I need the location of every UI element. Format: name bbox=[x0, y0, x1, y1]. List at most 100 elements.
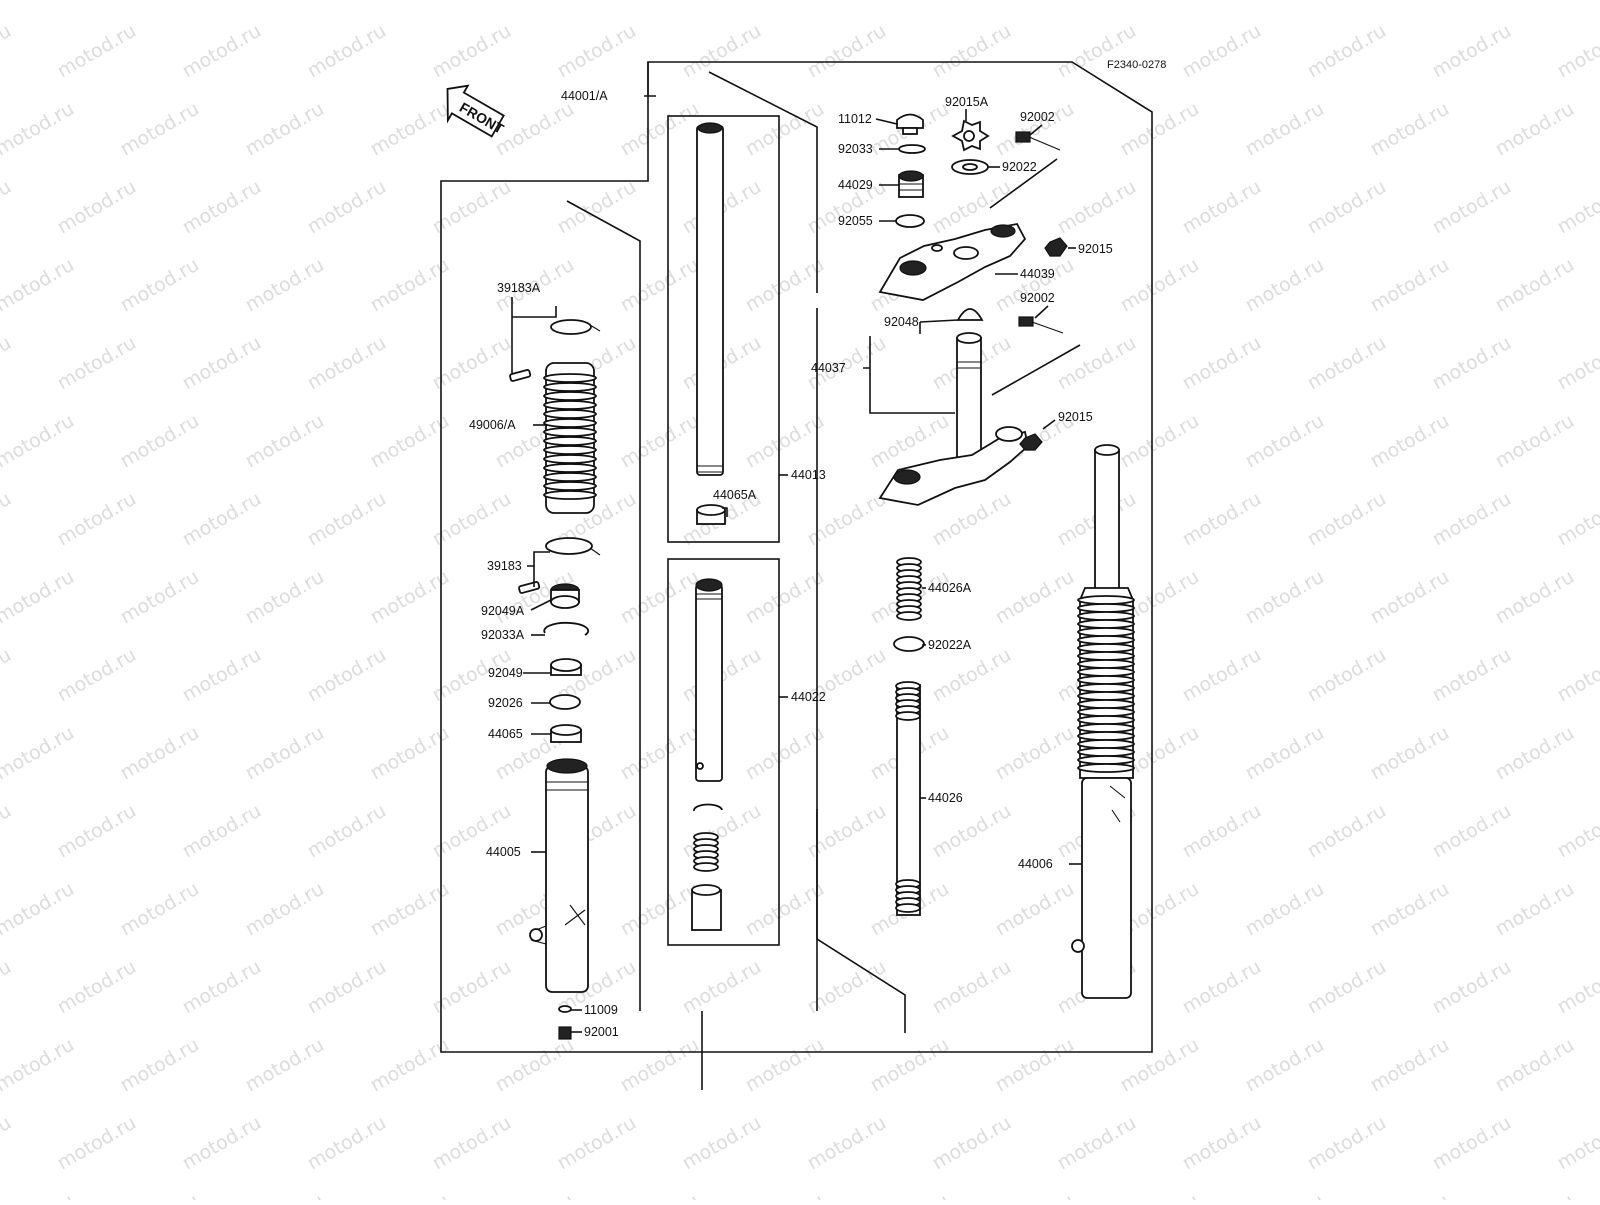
watermark-text: motod.ru bbox=[0, 1190, 78, 1200]
watermark-text: motod.ru bbox=[1367, 0, 1453, 4]
watermark-text: motod.ru bbox=[117, 254, 203, 317]
label-39183A: 39183A bbox=[497, 281, 541, 295]
watermark-text: motod.ru bbox=[179, 176, 265, 239]
watermark-text: motod.ru bbox=[179, 1112, 265, 1175]
watermark-text: motod.ru bbox=[1367, 1034, 1453, 1097]
watermark-text: motod.ru bbox=[1304, 800, 1390, 863]
watermark-text: motod.ru bbox=[1179, 20, 1265, 83]
label-49006A: 49006/A bbox=[469, 418, 516, 432]
watermark-text: motod.ru bbox=[992, 98, 1078, 161]
watermark-text: motod.ru bbox=[1179, 488, 1265, 551]
fork-boot-rib bbox=[1078, 596, 1134, 604]
fork-boot-rib bbox=[1078, 636, 1134, 644]
watermark-text: motod.ru bbox=[742, 1034, 828, 1097]
label-44026A: 44026A bbox=[928, 581, 972, 595]
label-92055: 92055 bbox=[838, 214, 873, 228]
watermark-text: motod.ru bbox=[1179, 644, 1265, 707]
watermark-text: motod.ru bbox=[617, 0, 703, 4]
label-44005: 44005 bbox=[486, 845, 521, 859]
watermark-text: motod.ru bbox=[992, 878, 1078, 941]
watermark-text: motod.ru bbox=[1054, 1112, 1140, 1175]
boot-rib bbox=[544, 428, 596, 436]
watermark-text: motod.ru bbox=[867, 0, 953, 4]
watermark-text: motod.ru bbox=[117, 722, 203, 785]
clamp-lower-39183 bbox=[546, 538, 600, 555]
label-11009: 11009 bbox=[584, 1003, 618, 1017]
watermark-text: motod.ru bbox=[304, 20, 390, 83]
watermark-text: motod.ru bbox=[179, 332, 265, 395]
watermark-text: motod.ru bbox=[0, 20, 15, 83]
watermark-text: motod.ru bbox=[617, 1034, 703, 1097]
bolt-92001 bbox=[559, 1027, 571, 1039]
boot-rib bbox=[544, 473, 596, 481]
spring-44026A bbox=[897, 558, 921, 620]
label-39183: 39183 bbox=[487, 559, 522, 573]
watermark-text: motod.ru bbox=[742, 254, 828, 317]
fork-boot-rib bbox=[1078, 652, 1134, 660]
watermark-text: motod.ru bbox=[1492, 878, 1578, 941]
watermark-text: motod.ru bbox=[1304, 956, 1390, 1019]
spring-coil bbox=[897, 612, 921, 620]
fork-boot-rib bbox=[1078, 660, 1134, 668]
watermark-text: motod.ru bbox=[992, 0, 1078, 4]
gasket-11009 bbox=[559, 1006, 571, 1012]
watermark-text: motod.ru bbox=[304, 956, 390, 1019]
boot-rib bbox=[544, 455, 596, 463]
label-92015-lower: 92015 bbox=[1058, 410, 1093, 424]
fork-boot-rib bbox=[1078, 732, 1134, 740]
boot-rib bbox=[544, 482, 596, 490]
watermark-text: motod.ru bbox=[1367, 722, 1453, 785]
watermark-text: motod.ru bbox=[367, 1190, 453, 1200]
label-11012: 11012 bbox=[838, 112, 872, 126]
fork-boot-rib bbox=[1078, 748, 1134, 756]
ring-92033 bbox=[899, 145, 925, 153]
watermark-text: motod.ru bbox=[0, 644, 15, 707]
watermark-text: motod.ru bbox=[742, 878, 828, 941]
fork-boot-rib bbox=[1078, 740, 1134, 748]
watermark-text: motod.ru bbox=[929, 644, 1015, 707]
stop-ring bbox=[694, 804, 722, 811]
watermark-text: motod.ru bbox=[304, 176, 390, 239]
fork-boot-rib bbox=[1078, 604, 1134, 612]
watermark-text: motod.ru bbox=[242, 878, 328, 941]
watermark-text: motod.ru bbox=[367, 1034, 453, 1097]
clamp-upper-39183A bbox=[551, 320, 600, 334]
watermark-text: motod.ru bbox=[1304, 20, 1390, 83]
watermark-text: motod.ru bbox=[1492, 1034, 1578, 1097]
watermark-text: motod.ru bbox=[1554, 176, 1600, 239]
label-92002-lower: 92002 bbox=[1020, 291, 1055, 305]
watermark-text: motod.ru bbox=[1242, 1034, 1328, 1097]
steering-stem-44037 bbox=[880, 333, 1028, 505]
watermark-text: motod.ru bbox=[117, 410, 203, 473]
watermark-text: motod.ru bbox=[1242, 566, 1328, 629]
label-92048: 92048 bbox=[884, 315, 919, 329]
watermark-text: motod.ru bbox=[0, 1034, 78, 1097]
label-44065: 44065 bbox=[488, 727, 523, 741]
bushing-44065A bbox=[697, 505, 725, 524]
watermark-text: motod.ru bbox=[1242, 0, 1328, 4]
watermark-text: motod.ru bbox=[617, 98, 703, 161]
watermark-text: motod.ru bbox=[0, 176, 15, 239]
watermark-text: motod.ru bbox=[1367, 1190, 1453, 1200]
watermark-text: motod.ru bbox=[1492, 410, 1578, 473]
watermark-text: motod.ru bbox=[429, 20, 515, 83]
watermark-text: motod.ru bbox=[1304, 332, 1390, 395]
boot-rib bbox=[544, 437, 596, 445]
inner-tube-44013 bbox=[697, 123, 723, 475]
watermark-text: motod.ru bbox=[367, 878, 453, 941]
watermark-text: motod.ru bbox=[0, 332, 15, 395]
watermark-text: motod.ru bbox=[1117, 254, 1203, 317]
watermark-text: motod.ru bbox=[0, 98, 78, 161]
watermark-text: motod.ru bbox=[0, 566, 78, 629]
watermark-text: motod.ru bbox=[742, 722, 828, 785]
boot-49006A bbox=[544, 363, 596, 513]
fork-boot-rib bbox=[1078, 692, 1134, 700]
watermark-text: motod.ru bbox=[0, 878, 78, 941]
watermark-text: motod.ru bbox=[617, 410, 703, 473]
watermark-text: motod.ru bbox=[1054, 176, 1140, 239]
label-92049A: 92049A bbox=[481, 604, 525, 618]
watermark-text: motod.ru bbox=[1429, 956, 1515, 1019]
label-44001A: 44001/A bbox=[561, 89, 608, 103]
boot-rib bbox=[544, 410, 596, 418]
